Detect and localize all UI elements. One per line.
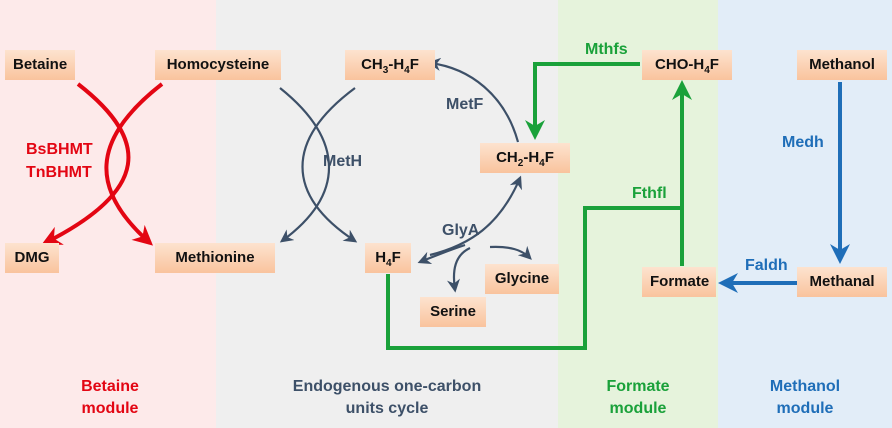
enzyme-faldh: Faldh	[745, 257, 788, 274]
label-methanol-module: Methanol module	[769, 378, 841, 417]
node-betaine: Betaine	[5, 50, 75, 80]
arrow-to-serine	[446, 247, 471, 293]
node-cho-h4f: CHO-H4F	[642, 50, 732, 80]
node-methionine: Methionine	[155, 243, 275, 273]
arrow-h4f-to-fthfl	[386, 206, 682, 350]
node-h4f: H4F	[365, 243, 411, 273]
label-formate-module: Formate module	[606, 378, 670, 417]
arrow-glya-to-h4f	[417, 243, 466, 265]
arrow-ch3h4f-to-h4f	[301, 87, 358, 243]
node-formate: Formate	[642, 267, 716, 297]
arrow-homocysteine-to-methionine	[104, 82, 164, 246]
arrow-to-glycine	[489, 245, 532, 260]
node-methanol: Methanol	[797, 50, 887, 80]
enzyme-metf: MetF	[446, 96, 484, 113]
enzyme-glya: GlyA	[442, 222, 480, 239]
enzyme-meth: MetH	[323, 153, 363, 170]
node-serine: Serine	[420, 297, 486, 327]
arrow-glya-to-ch2h4f	[429, 175, 522, 257]
arrow-betaine-to-dmg	[41, 82, 131, 245]
node-glycine: Glycine	[485, 264, 559, 294]
node-ch2-h4f: CH2-H4F	[480, 143, 570, 173]
arrow-homocysteine-to-methionine-meth	[279, 87, 330, 243]
arrow-mthfs	[525, 62, 640, 140]
enzyme-mthfs: Mthfs	[585, 41, 628, 58]
node-dmg: DMG	[5, 243, 59, 273]
enzyme-medh: Medh	[782, 134, 824, 151]
enzyme-fthfl: Fthfl	[632, 185, 667, 202]
arrow-ch2h4f-to-ch3h4f	[427, 57, 520, 143]
node-methanal: Methanal	[797, 267, 887, 297]
node-homocysteine: Homocysteine	[155, 50, 281, 80]
label-one-carbon-module: Endogenous one-carbon units cycle	[292, 378, 482, 417]
enzyme-tnbhmt: TnBHMT	[26, 164, 92, 181]
label-betaine-module: Betaine module	[81, 378, 139, 417]
enzyme-bsbhmt: BsBHMT	[26, 141, 93, 158]
node-ch3-h4f: CH3-H4F	[345, 50, 435, 80]
